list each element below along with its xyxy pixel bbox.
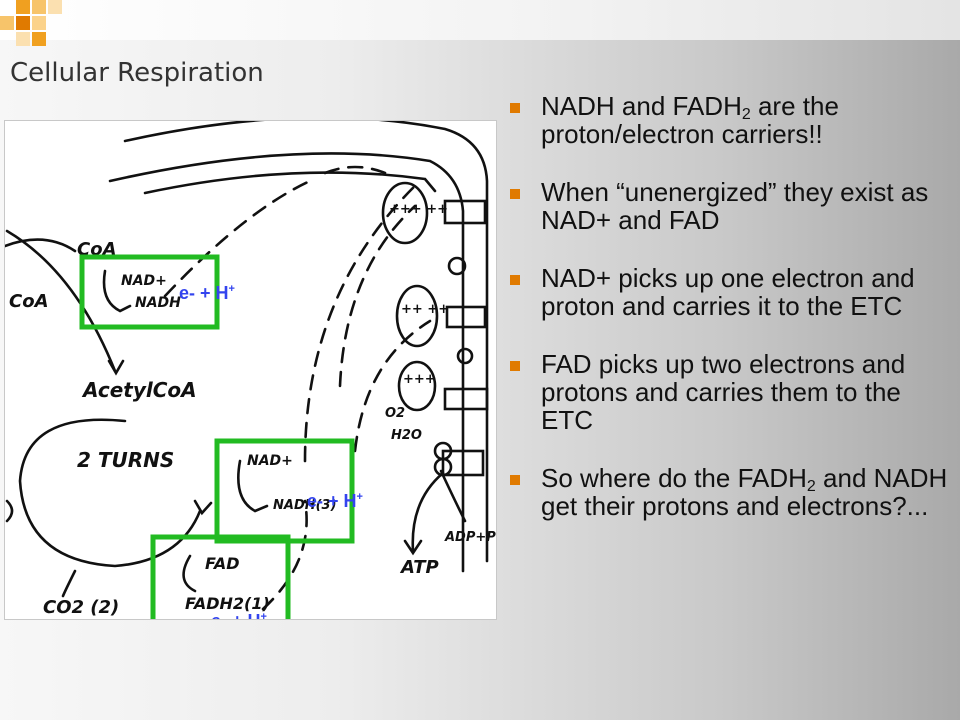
hw-nad-plus-2: NAD+ <box>247 453 293 469</box>
acetyl-arrowhead <box>107 359 125 376</box>
decor-square <box>16 16 30 30</box>
bullet-item: NADH and FADH2 are the proton/electron c… <box>510 92 950 148</box>
proton-vesicle-2 <box>395 284 439 348</box>
bullet-item: When “unenergized” they exist as NAD+ an… <box>510 178 950 234</box>
bullet-text: FAD picks up two electrons and protons a… <box>541 349 906 435</box>
coa-arrow <box>5 238 77 253</box>
electron-label-1: e- + H+ <box>179 283 235 303</box>
bullet-square-icon <box>510 275 520 285</box>
membrane-protein-1 <box>443 199 487 225</box>
electron-label-3: e- + H+ <box>211 611 267 619</box>
left-hook <box>5 499 14 523</box>
bullet-item: FAD picks up two electrons and protons a… <box>510 350 950 434</box>
bullet-text: NADH and FADH2 are the proton/electron c… <box>541 91 839 149</box>
hw-o2: O2 <box>385 406 405 421</box>
highlight-box-1 <box>79 254 220 330</box>
atp-synthase <box>441 449 485 477</box>
atp-arrowhead <box>403 539 423 556</box>
fad-hook <box>182 554 197 593</box>
hw-co2: CO2 (2) <box>43 597 119 618</box>
hw-coa-left: CoA <box>9 291 49 312</box>
slide-title: Cellular Respiration <box>10 58 264 88</box>
inner-membrane <box>108 152 465 573</box>
membrane-protein-3 <box>443 387 489 411</box>
highlight-box-2 <box>214 438 355 544</box>
proton-vesicle-3 <box>397 360 437 412</box>
bullet-text: So where do the FADH2 and NADH get their… <box>541 463 948 521</box>
bullet-square-icon <box>510 475 520 485</box>
hw-acetyl-coa: AcetylCoA <box>81 378 197 402</box>
cycle-arrowhead <box>193 499 213 516</box>
diagram-handwriting: CoA CoA NAD+ NADH AcetylCoA 2 TURNS NAD+… <box>9 202 496 618</box>
bullet-list: NADH and FADH2 are the proton/electron c… <box>510 92 950 550</box>
decor-square <box>16 32 30 46</box>
bullet-square-icon <box>510 103 520 113</box>
outer-membrane <box>123 121 489 563</box>
krebs-cycle <box>18 418 202 568</box>
bullet-text: When “unenergized” they exist as NAD+ an… <box>541 177 929 235</box>
electron-label-2: e- + H+ <box>307 491 363 511</box>
highlight-box-3 <box>150 534 291 619</box>
decor-square <box>32 0 46 14</box>
nad-hook-2 <box>237 459 269 513</box>
protein-blob-2 <box>456 347 474 365</box>
nad-hook-1 <box>102 269 132 313</box>
dashed-arrow-5 <box>353 319 432 453</box>
bullet-text: NAD+ picks up one electron and proton an… <box>541 263 915 321</box>
bullet-item: So where do the FADH2 and NADH get their… <box>510 464 950 520</box>
hw-two-turns: 2 TURNS <box>77 448 174 472</box>
hw-adp: ADP+Pi <box>444 530 496 545</box>
decor-square <box>16 0 30 14</box>
decor-square <box>0 16 14 30</box>
diagram-drawing: CoA CoA NAD+ NADH AcetylCoA 2 TURNS NAD+… <box>5 121 496 619</box>
dashed-arrow-2 <box>323 165 387 175</box>
hw-nadh-2: NADH(3) <box>273 498 337 513</box>
bullet-square-icon <box>510 361 520 371</box>
hw-nadh-1: NADH <box>135 295 181 311</box>
respiration-diagram: CoA CoA NAD+ NADH AcetylCoA 2 TURNS NAD+… <box>4 120 497 620</box>
hw-protons-2: ++ ++ <box>401 302 449 317</box>
bullet-item: NAD+ picks up one electron and proton an… <box>510 264 950 320</box>
hw-fadh2: FADH2(1) <box>185 594 270 613</box>
protein-blob-1 <box>447 256 467 276</box>
decor-square <box>32 16 46 30</box>
dashed-arrow-4 <box>338 204 417 388</box>
decor-square <box>48 0 62 14</box>
electron-labels: e- + H+ e- + H+ e- + H+ <box>179 283 363 619</box>
atp-arrow <box>411 471 445 553</box>
decor-square <box>32 32 46 46</box>
hw-protons-3: +++ <box>403 372 436 387</box>
highlight-boxes <box>79 254 355 619</box>
dashed-arrow-3 <box>303 179 422 463</box>
proton-vesicle-1 <box>381 181 429 245</box>
dashed-arrow-6 <box>261 499 308 611</box>
co2-arrow <box>61 569 77 598</box>
dashed-arrow-1 <box>163 179 312 298</box>
adp-arrow <box>439 469 467 523</box>
hw-protons-1: +++ ++ <box>389 202 448 217</box>
hw-h2o: H2O <box>391 428 422 443</box>
slide-header-band <box>0 0 960 46</box>
pyruvate-arrow <box>5 229 117 373</box>
hw-nad-plus-1: NAD+ <box>121 273 167 289</box>
inner-membrane-edge <box>143 171 437 195</box>
hw-atp: ATP <box>399 557 439 578</box>
bullet-square-icon <box>510 189 520 199</box>
membrane-protein-2 <box>445 305 487 329</box>
hw-fad: FAD <box>205 554 240 573</box>
